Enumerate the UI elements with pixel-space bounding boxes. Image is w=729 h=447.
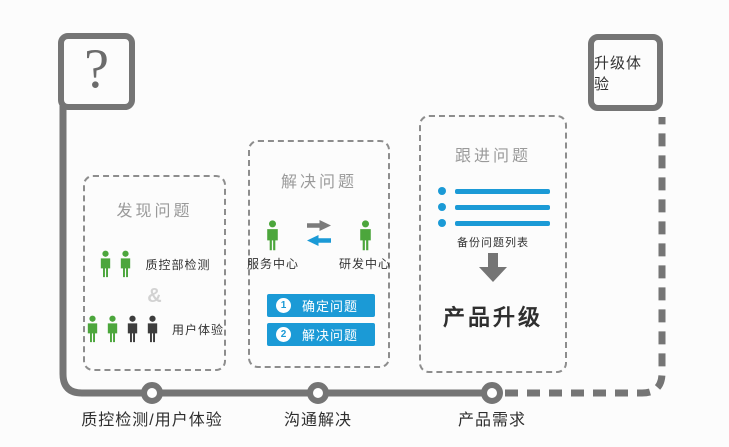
rnd-center-label: 研发中心 (339, 257, 392, 271)
user-experience-row: 用户体验 (85, 315, 224, 343)
qc-people-group (98, 250, 133, 278)
follow-box-title: 跟进问题 (454, 148, 531, 165)
step-button-2: 2 解决问题 (267, 323, 375, 346)
qc-team-label: 质控部检测 (145, 257, 211, 272)
person-icon (145, 315, 160, 343)
list-row (438, 203, 550, 211)
rnd-center-group: 研发中心 (339, 220, 391, 272)
backup-list-label: 备份问题列表 (457, 237, 529, 249)
person-icon (105, 315, 120, 343)
timeline-label-qc-ux: 质控检测/用户体验 (81, 412, 223, 429)
list-row (438, 187, 550, 195)
person-icon (125, 315, 140, 343)
product-upgrade-label: 产品升级 (442, 305, 543, 330)
timeline-node (307, 382, 329, 404)
person-icon (98, 250, 113, 278)
upgrade-experience-box: 升级体验 (588, 34, 663, 111)
question-mark: ? (84, 37, 109, 100)
timeline-node (141, 382, 163, 404)
step-button-1: 1 确定问题 (267, 294, 375, 317)
list-row (438, 219, 550, 227)
service-center-label: 服务中心 (246, 257, 299, 271)
service-center-group: 服务中心 (247, 220, 299, 272)
list-bar-icon (455, 220, 550, 226)
step-label: 解决问题 (302, 328, 359, 343)
list-bullet-icon (438, 187, 446, 195)
user-experience-label: 用户体验 (172, 322, 225, 337)
list-bar-icon (455, 188, 550, 194)
dashed-flow-path (505, 117, 666, 397)
user-people-group (85, 315, 160, 343)
list-bullet-icon (438, 203, 446, 211)
follow-problems-box: 跟进问题 备份问题列表 产品升级 (419, 115, 567, 373)
ampersand: & (147, 285, 162, 307)
upgrade-experience-label: 升级体验 (594, 54, 643, 93)
exchange-arrows (307, 220, 331, 246)
solve-box-title: 解决问题 (280, 174, 357, 191)
step-label: 确定问题 (302, 299, 359, 314)
person-icon (85, 315, 100, 343)
discover-box-title: 发现问题 (116, 203, 193, 220)
solid-flow-path (59, 104, 492, 397)
step-number-badge: 1 (276, 298, 291, 313)
timeline-label-product-need: 产品需求 (457, 412, 526, 429)
issue-list-icon (438, 187, 550, 227)
solve-problems-box: 解决问题 服务中心 研发中心 1 确定问题 2 (247, 140, 391, 368)
list-bar-icon (455, 204, 550, 210)
person-icon (118, 250, 133, 278)
down-arrow-wrap (421, 253, 565, 282)
question-box: ? (58, 33, 135, 110)
person-icon (264, 220, 281, 251)
down-arrow-icon (479, 253, 507, 282)
timeline-label-communicate: 沟通解决 (283, 412, 352, 429)
centers-row: 服务中心 研发中心 (247, 220, 391, 272)
arrow-right-icon (307, 220, 331, 231)
timeline-node (481, 382, 503, 404)
list-bullet-icon (438, 219, 446, 227)
discover-problems-box: 发现问题 质控部检测 & 用户体验 (83, 175, 226, 371)
person-icon (357, 220, 374, 251)
step-number-badge: 2 (276, 327, 291, 342)
qc-team-row: 质控部检测 (85, 250, 224, 278)
arrow-left-icon (307, 235, 331, 246)
